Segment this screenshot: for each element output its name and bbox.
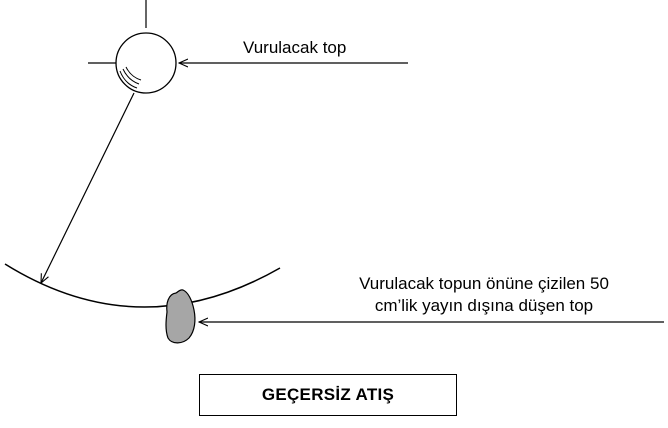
fifty-cm-arc (4, 263, 281, 308)
radius-arrow (41, 92, 135, 283)
outside-ball-label: Vurulacak topun önüne çizilen 50 cm’lik … (300, 273, 668, 317)
outside-ball-label-line2: cm’lik yayın dışına düşen top (374, 296, 594, 315)
outside-ball (165, 289, 196, 344)
target-ball (115, 32, 177, 94)
target-ball-shading (119, 70, 138, 89)
verdict-text: GEÇERSİZ ATIŞ (261, 385, 395, 404)
target-ball-shading (125, 66, 142, 81)
verdict-box: GEÇERSİZ ATIŞ (199, 374, 457, 416)
outside-ball-label-line1: Vurulacak topun önüne çizilen 50 (359, 274, 609, 293)
target-ball-label: Vurulacak top (243, 38, 347, 57)
target-ball-shading (122, 68, 140, 85)
